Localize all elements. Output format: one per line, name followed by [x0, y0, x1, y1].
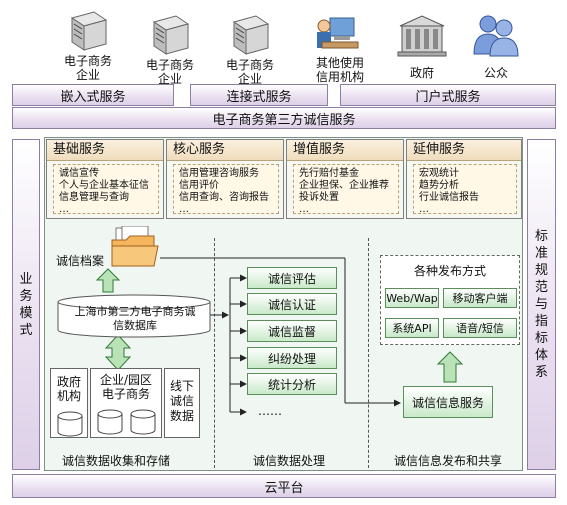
section-divider — [214, 238, 215, 468]
service-box-value-added: 增值服务 先行赔付基金企业担保、企业推荐 投诉处置… — [286, 139, 404, 219]
folder-icon — [111, 226, 159, 267]
business-model-label: 业务 模式 — [12, 139, 40, 470]
section-divider — [368, 238, 369, 468]
entity-label: 公众 — [483, 66, 508, 80]
step-dispute-handling: 纠纷处理 — [247, 347, 337, 369]
database-icon — [130, 409, 156, 435]
service-items: 信用管理咨询服务信用评价 信用查询、咨询报告… — [173, 164, 279, 215]
caption-publishing: 诚信信息发布和共享 — [394, 454, 503, 468]
publish-mobile-client: 移动客户端 — [443, 288, 517, 308]
credit-archive: 诚信档案 — [52, 226, 162, 270]
source-label: 政府机构 — [56, 375, 81, 403]
service-box-extended: 延伸服务 宏观统计趋势分析 行业诚信报告… — [406, 139, 522, 219]
entity-government: 政府 — [394, 12, 450, 80]
credit-database — [57, 294, 211, 338]
entity-ecommerce-2: 电子商务企业 — [140, 12, 200, 86]
database-icon — [97, 409, 123, 435]
connected-service-bar: 连接式服务 — [190, 84, 328, 106]
service-box-core: 核心服务 信用管理咨询服务信用评价 信用查询、咨询报告… — [166, 139, 284, 219]
entity-label: 政府 — [409, 66, 434, 80]
service-title: 延伸服务 — [407, 140, 521, 161]
standards-index-label: 标准 规范 与指 标体 系 — [527, 139, 556, 470]
step-more: …… — [258, 404, 282, 418]
publish-voice-sms: 语音/短信 — [443, 318, 517, 338]
source-enterprise: 企业/园区电子商务 — [90, 368, 162, 438]
server-icon — [152, 15, 190, 55]
caption-collection: 诚信数据收集和存储 — [62, 454, 171, 468]
service-box-basic: 基础服务 诚信宣传个人与企业基本征信 信息管理与查询… — [46, 139, 164, 219]
step-credit-supervision: 诚信监督 — [247, 320, 337, 342]
portal-service-bar: 门户式服务 — [340, 84, 556, 106]
credit-info-service: 诚信信息服务 — [403, 386, 493, 418]
source-offline: 线下诚信 数据 — [164, 368, 200, 438]
publish-methods-title: 各种发布方式 — [413, 264, 486, 278]
source-label: 企业/园区电子商务 — [99, 373, 153, 401]
entity-label: 电子商务企业 — [225, 58, 274, 86]
third-party-service-bar: 电子商务第三方诚信服务 — [12, 107, 556, 129]
source-label: 线下诚信 数据 — [169, 379, 194, 423]
person-computer-icon — [317, 17, 359, 49]
service-items: 先行赔付基金企业担保、企业推荐 投诉处置… — [293, 164, 399, 215]
cloud-platform-bar: 云平台 — [12, 474, 556, 498]
entity-credit-agency: 其他使用信用机构 — [308, 10, 372, 84]
people-icon — [473, 15, 519, 57]
step-statistical-analysis: 统计分析 — [247, 373, 337, 395]
server-icon — [232, 15, 270, 55]
archive-label: 诚信档案 — [56, 254, 105, 268]
entity-label: 电子商务企业 — [63, 54, 112, 82]
entity-public: 公众 — [468, 12, 524, 80]
database-label: 上海市第三方电子商务诚信数据库 — [74, 305, 196, 332]
publish-web-wap: Web/Wap — [385, 288, 439, 308]
service-items: 诚信宣传个人与企业基本征信 信息管理与查询… — [53, 164, 159, 215]
entity-label: 其他使用信用机构 — [315, 56, 364, 84]
publish-system-api: 系统API — [385, 318, 439, 338]
service-title: 核心服务 — [167, 140, 283, 161]
entity-label: 电子商务企业 — [145, 58, 194, 86]
entity-ecommerce-3: 电子商务企业 — [220, 12, 280, 86]
source-government: 政府机构 — [50, 368, 88, 438]
database-icon — [57, 411, 83, 437]
service-items: 宏观统计趋势分析 行业诚信报告… — [413, 164, 517, 215]
step-credit-evaluation: 诚信评估 — [247, 267, 337, 289]
entity-ecommerce-1: 电子商务企业 — [58, 8, 118, 82]
government-building-icon — [397, 15, 447, 57]
server-icon — [70, 11, 108, 51]
step-credit-certification: 诚信认证 — [247, 293, 337, 315]
service-title: 增值服务 — [287, 140, 403, 161]
service-title: 基础服务 — [47, 140, 163, 161]
caption-processing: 诚信数据处理 — [253, 454, 326, 468]
embedded-service-bar: 嵌入式服务 — [12, 84, 174, 106]
